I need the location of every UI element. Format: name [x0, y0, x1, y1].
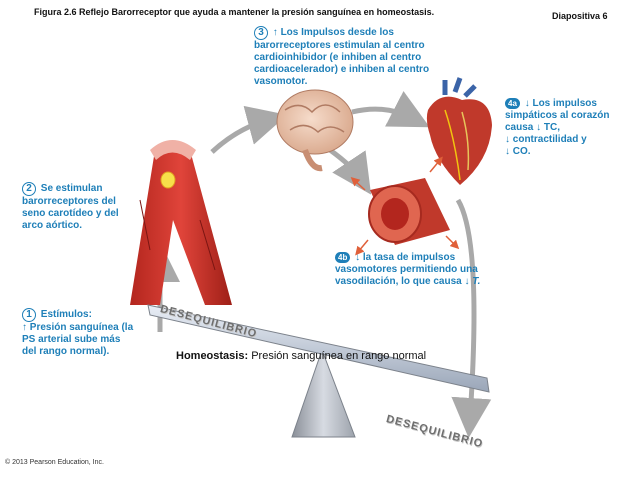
step-1-title: Estímulos: — [40, 309, 92, 320]
step-4a-tc: TC, — [543, 122, 561, 133]
down-arrow-icon: ↓ — [464, 276, 470, 287]
homeostasis-caption: Homeostasis: Presión sanguínea en rango … — [176, 350, 426, 362]
blood-vessel-illustration — [350, 156, 460, 256]
step-1-text-block: 1 Estímulos: ↑ Presión sanguínea (la PS … — [22, 308, 134, 358]
down-arrow-icon: ↓ — [355, 252, 361, 263]
step-2-text-block: 2 Se estimulan barorreceptores del seno … — [22, 182, 132, 232]
down-arrow-icon: ↓ — [505, 134, 510, 145]
arrow-brain-to-vessel — [328, 147, 372, 195]
up-arrow-icon: ↑ — [272, 27, 278, 38]
step-3-text-block: 3 ↑ Los Impulsos desde los barorreceptor… — [254, 26, 459, 88]
step-4a-co: CO. — [512, 146, 531, 157]
step-4b-t: T. — [472, 276, 481, 287]
down-arrow-icon: ↓ — [536, 122, 542, 133]
homeostasis-label: Homeostasis: — [176, 350, 249, 362]
step-2-text: Se estimulan barorreceptores del seno ca… — [22, 183, 119, 231]
slide-label: Diapositiva 6 — [552, 11, 608, 21]
step-4a-text-block: 4a ↓ Los impulsos simpáticos al corazón … — [505, 98, 633, 158]
down-arrow-icon: ↓ — [524, 98, 530, 109]
arrow-artery-to-brain — [210, 105, 288, 154]
step-3-text: Los Impulsos desde los barorreceptores e… — [254, 27, 430, 87]
copyright-notice: © 2013 Pearson Education, Inc. — [5, 459, 104, 466]
up-arrow-icon: ↑ — [22, 322, 27, 333]
step-3-number: 3 — [254, 26, 268, 40]
carotid-artery-illustration — [130, 140, 232, 305]
step-4a-text: Los impulsos simpáticos al corazón causa — [505, 98, 610, 133]
homeostasis-text: Presión sanguínea en rango normal — [251, 350, 427, 362]
step-4a-contract: contractilidad y — [512, 134, 587, 145]
step-2-number: 2 — [22, 182, 36, 196]
step-1-number: 1 — [22, 308, 36, 322]
step-4b-text: la tasa de impulsos vasomotores permitie… — [335, 252, 478, 287]
balance-scale — [147, 304, 490, 438]
step-4a-badge: 4a — [505, 98, 520, 109]
step-4b-text-block: 4b ↓ la tasa de impulsos vasomotores per… — [335, 252, 495, 288]
arrow-brain-to-heart — [351, 91, 430, 128]
step-1-text: Presión sanguínea (la PS arterial sube m… — [22, 322, 134, 357]
figure-title: Figura 2.6 Reflejo Barorreceptor que ayu… — [34, 7, 435, 17]
step-4b-badge: 4b — [335, 252, 351, 263]
heart-illustration — [426, 77, 492, 185]
brain-illustration — [276, 89, 354, 172]
down-arrow-icon: ↓ — [505, 146, 510, 157]
